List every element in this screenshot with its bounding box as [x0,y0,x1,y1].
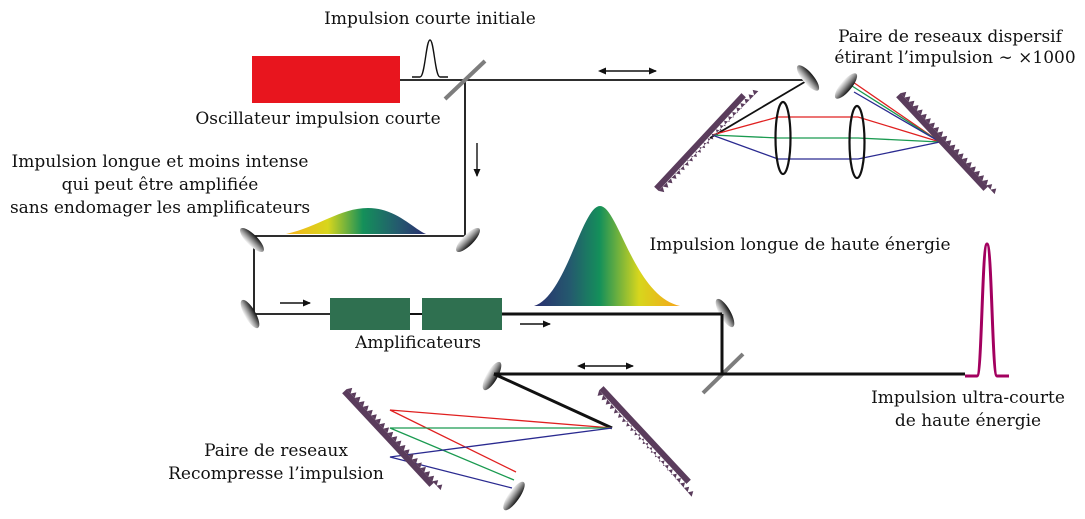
stretcher-rays [711,79,943,160]
stretcher-lens [848,104,866,180]
beam-path-amplified [410,312,965,430]
label-oscillator: Oscillateur impulsion courte [195,109,440,129]
label-amplifiers: Amplificateurs [354,333,481,353]
label-compressor-title: Paire de reseaux [204,441,348,461]
label-ultrashort: Impulsion ultra-courte [871,388,1065,408]
mirror [240,228,264,252]
label-long-pulse: sans endomager les amplificateurs [10,198,310,218]
mirror [482,361,502,391]
mirror [834,73,858,99]
mirror [715,298,735,328]
stretcher-lens [774,100,792,176]
mirror [796,65,820,91]
compressor-rays [389,409,613,489]
oscillator-block [252,56,400,103]
mirror [240,299,260,329]
label-initial-pulse: Impulsion courte initiale [324,9,536,29]
label-long-pulse: qui peut être amplifiée [62,175,259,195]
label-stretcher-title: Paire de reseaux dispersif [838,27,1064,47]
mirror [503,481,525,511]
label-compressor-desc: Recompresse l’impulsion [168,464,384,484]
grating [654,89,759,193]
label-high-energy-long: Impulsion longue de haute énergie [649,235,950,255]
grating [597,386,694,497]
beam-splitter [443,59,487,101]
label-stretcher-factor: étirant l’impulsion ∼ ×1000 [834,48,1075,68]
label-long-pulse: Impulsion longue et moins intense [12,152,309,172]
mirror [456,228,480,252]
stretched-pulse-shape [286,208,426,234]
amplifier-block [330,298,410,330]
grating [342,387,443,491]
label-ultrashort: de haute énergie [895,411,1041,431]
beam-path-input [253,79,809,315]
initial-pulse-shape [412,39,448,78]
ultrashort-pulse-shape [965,242,1009,378]
grating [896,91,997,195]
amplified-pulse-shape [534,206,680,306]
amplifier-block [422,298,502,330]
